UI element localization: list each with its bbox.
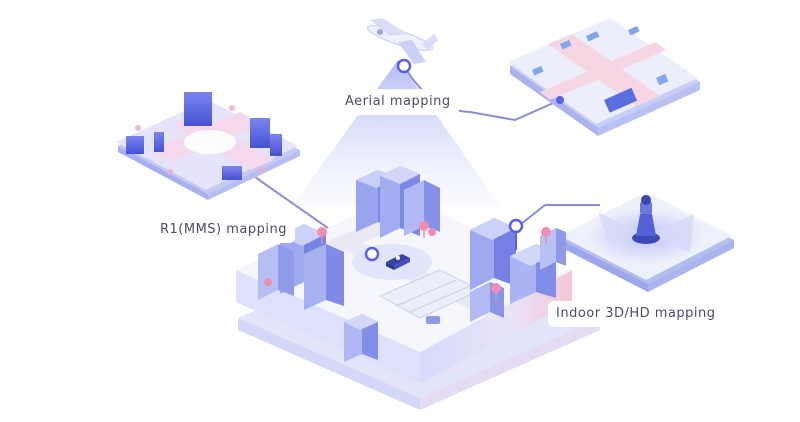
indoor-mapping-label: Indoor 3D/HD mapping — [548, 301, 724, 327]
r1-mapping-label: R1(MMS) mapping — [152, 217, 296, 243]
aerial-mapping-label: Aerial mapping — [337, 89, 459, 115]
robot-icon — [632, 195, 660, 244]
aerial-beam — [292, 60, 500, 206]
airplane-icon — [367, 18, 438, 64]
parked-car — [426, 316, 440, 324]
trees — [264, 221, 551, 293]
location-pin-icon — [364, 58, 524, 262]
connector-indoor — [515, 204, 600, 229]
car-icon — [386, 254, 410, 270]
aerial-map-pin — [556, 96, 564, 104]
aerial-map-tile — [508, 18, 700, 136]
buildings — [258, 166, 566, 362]
r1-pointcloud-tile — [116, 92, 300, 200]
indoor-robot-tile — [560, 192, 734, 292]
